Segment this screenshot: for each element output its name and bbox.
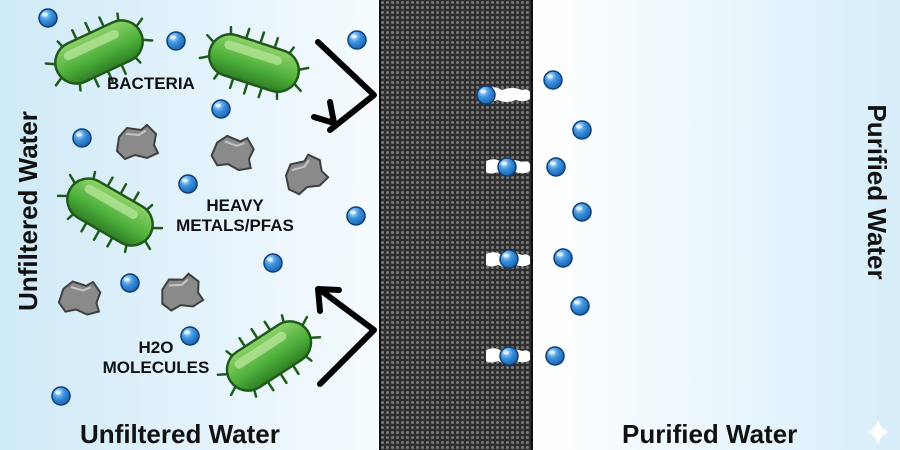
arrow-icon: [311, 39, 377, 133]
water-molecule-icon: [497, 157, 517, 177]
bacteria-label: BACTERIA: [107, 74, 195, 93]
purified-water-region: [532, 0, 900, 450]
water-molecule-icon: [347, 30, 367, 50]
water-molecule-icon: [572, 120, 592, 140]
water-molecule-icon: [263, 253, 283, 273]
water-molecule-icon: [545, 346, 565, 366]
sparkle-icon: [863, 415, 893, 449]
filter-membrane: [379, 0, 533, 450]
water-molecule-icon: [499, 346, 519, 366]
water-molecule-icon: [572, 202, 592, 222]
h2o-molecules-label: H2O MOLECULES: [102, 338, 210, 377]
purified-water-bottom-label: Purified Water: [622, 419, 798, 449]
water-molecule-icon: [570, 296, 590, 316]
water-molecule-icon: [166, 31, 186, 51]
water-molecule-icon: [499, 249, 519, 269]
water-molecule-icon: [211, 99, 231, 119]
water-molecule-icon: [72, 128, 92, 148]
water-molecule-icon: [38, 8, 58, 28]
heavy-metals-label: HEAVY METALS/PFAS: [176, 196, 294, 235]
water-molecule-icon: [178, 174, 198, 194]
arrow-icon: [315, 286, 377, 387]
unfiltered-water-bottom-label: Unfiltered Water: [80, 419, 280, 449]
water-molecule-icon: [553, 248, 573, 268]
unfiltered-water-side-label: Unfiltered Water: [13, 111, 44, 311]
purified-water-side-label: Purified Water: [861, 104, 892, 280]
water-molecule-icon: [120, 273, 140, 293]
water-molecule-icon: [543, 70, 563, 90]
water-molecule-icon: [51, 386, 71, 406]
water-molecule-icon: [546, 157, 566, 177]
water-molecule-icon: [346, 206, 366, 226]
water-molecule-icon: [476, 85, 496, 105]
